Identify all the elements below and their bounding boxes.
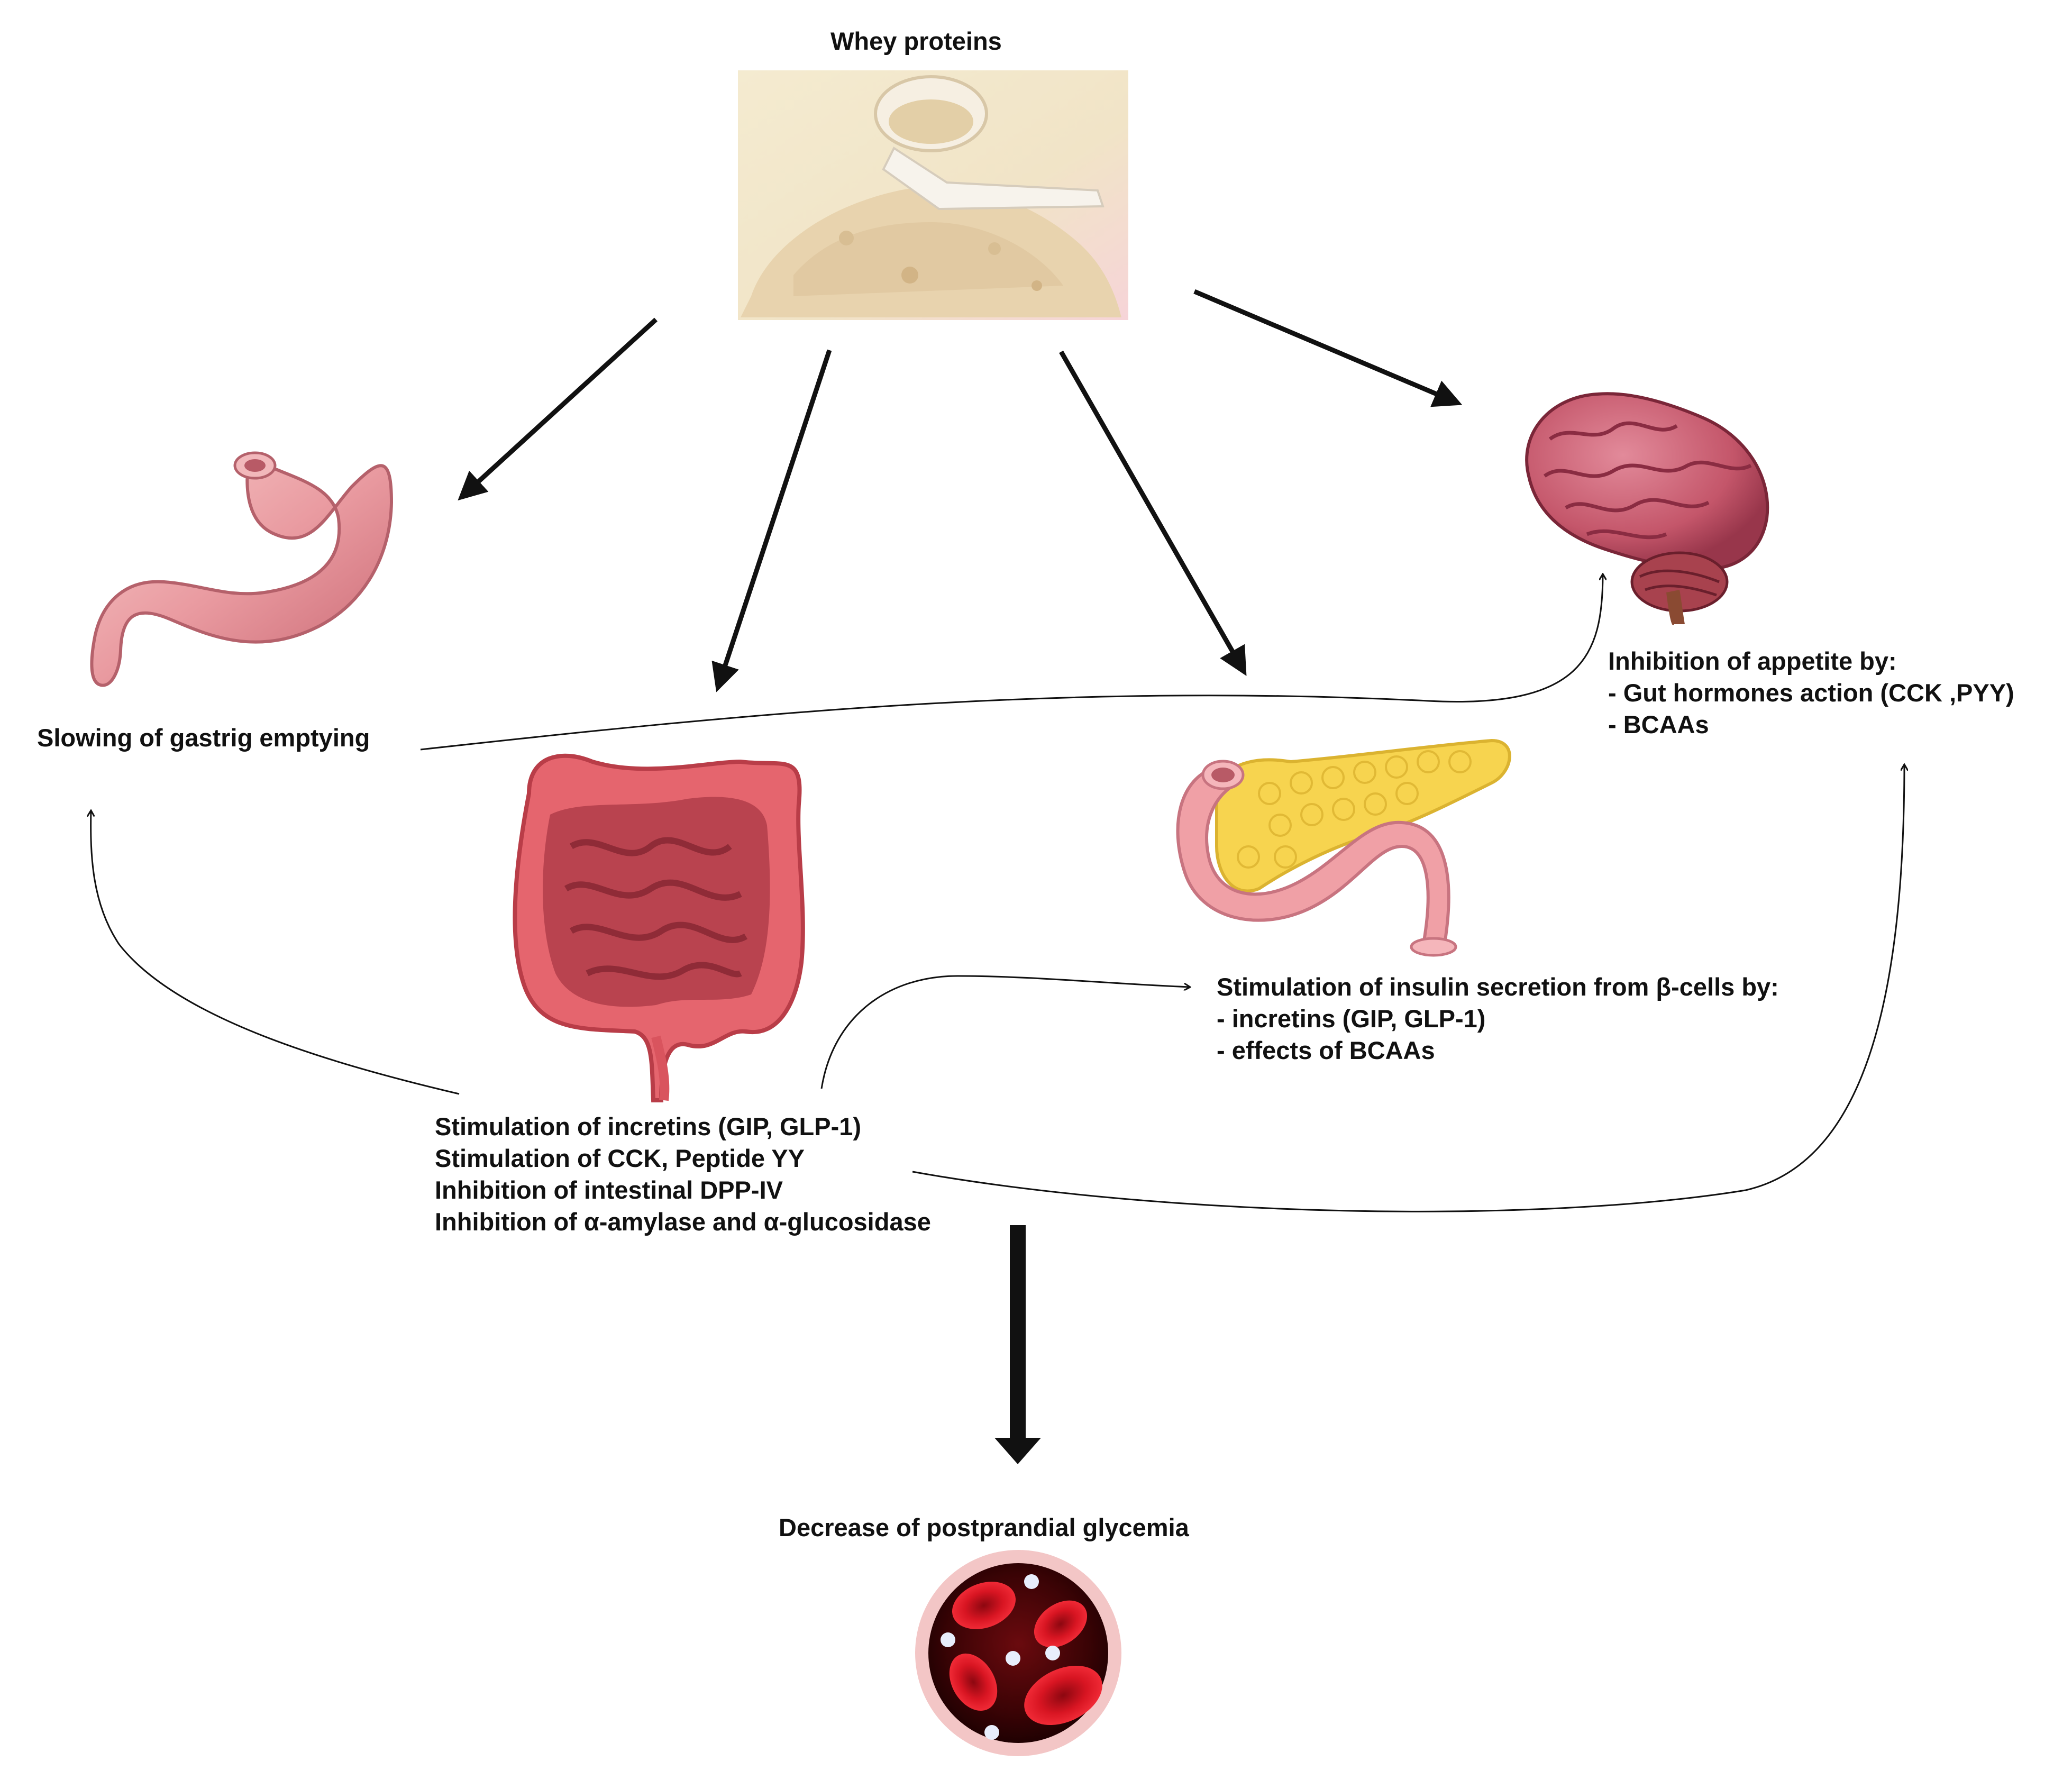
whey-to-brain-arrow (1193, 289, 1463, 407)
intestine-effect: Inhibition of α-amylase and α-glucosidas… (435, 1208, 931, 1236)
pancreas-icon (1176, 738, 1511, 957)
intestine-to-brain-arrow (912, 764, 1904, 1212)
insulin-text-block: Stimulation of insulin secretion from β-… (1217, 971, 1779, 1066)
appetite-title: Inhibition of appetite by: (1608, 647, 1897, 675)
appetite-item: - Gut hormones action (CCK ,PYY) (1608, 679, 2014, 707)
intestine-text-block: Stimulation of incretins (GIP, GLP-1) St… (435, 1111, 931, 1238)
intestine-to-glycemia-arrow (994, 1225, 1041, 1464)
intestine-icon (513, 753, 805, 1102)
whey-to-pancreas-arrow (1059, 350, 1247, 676)
intestine-effect: Inhibition of intestinal DPP-IV (435, 1176, 783, 1204)
appetite-text-block: Inhibition of appetite by: - Gut hormone… (1608, 645, 2014, 741)
whey-to-stomach-arrow (458, 317, 658, 501)
blood-cells-icon (915, 1550, 1121, 1756)
gastric-emptying-label: Slowing of gastrig emptying (37, 724, 370, 752)
whey-to-intestine-arrow (711, 349, 832, 692)
insulin-item: - effects of BCAAs (1217, 1036, 1435, 1064)
stomach-to-brain-arrow (420, 574, 1603, 751)
intestine-effect: Stimulation of CCK, Peptide YY (435, 1144, 805, 1172)
intestine-to-stomach-arrow (91, 810, 460, 1095)
stomach-icon (90, 451, 394, 687)
brain-icon (1525, 392, 1769, 625)
whey-proteins-label: Whey proteins (830, 27, 1002, 55)
insulin-title: Stimulation of insulin secretion from β-… (1217, 973, 1779, 1001)
whey-powder-icon (738, 70, 1128, 320)
intestine-to-pancreas-arrow (820, 975, 1190, 1089)
insulin-item: - incretins (GIP, GLP-1) (1217, 1005, 1486, 1033)
appetite-item: - BCAAs (1608, 710, 1709, 738)
glycemia-label: Decrease of postprandial glycemia (779, 1513, 1189, 1541)
intestine-effect: Stimulation of incretins (GIP, GLP-1) (435, 1112, 862, 1140)
